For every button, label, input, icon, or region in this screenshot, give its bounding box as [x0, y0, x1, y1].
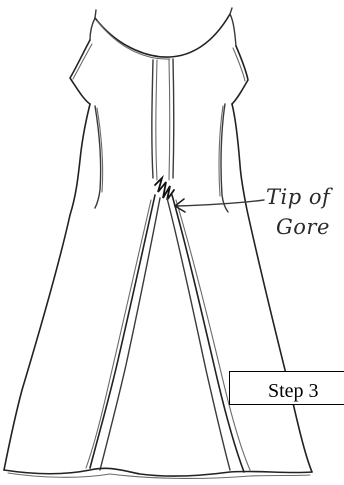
left-shoulder	[90, 10, 96, 40]
annotation-line-1: Tip of	[266, 185, 333, 209]
step-label-box: Step 3	[229, 371, 344, 405]
step-label: Step 3	[268, 379, 319, 403]
gore-left-edge-outer	[90, 195, 155, 468]
left-side-seam	[4, 104, 90, 470]
neckline	[95, 14, 230, 57]
annotation-line-2: Gore	[276, 215, 330, 239]
center-panel-right-edge-inner	[169, 59, 170, 180]
right-side-seam	[232, 104, 312, 472]
right-armhole	[232, 46, 248, 104]
left-armhole	[70, 40, 90, 104]
center-panel-left-edge	[152, 60, 153, 178]
left-side-panel-line	[95, 106, 101, 208]
annotation-arrow-line	[176, 200, 264, 206]
center-panel-right-edge	[173, 59, 174, 178]
center-panel-left-edge-inner	[156, 60, 157, 180]
gore-left-edge-third	[86, 200, 151, 468]
neckline-shading	[97, 21, 170, 59]
gore-right-edge-outer	[172, 195, 244, 472]
right-side-panel-line	[221, 104, 228, 212]
gore-tip-scribble	[155, 178, 174, 200]
gore-right-edge-third	[176, 200, 250, 470]
left-armhole-shading	[73, 44, 92, 79]
gore-right-edge-inner	[167, 198, 230, 470]
gore-left-edge-inner	[100, 198, 160, 470]
right-shoulder	[230, 8, 236, 46]
hem	[4, 468, 312, 476]
